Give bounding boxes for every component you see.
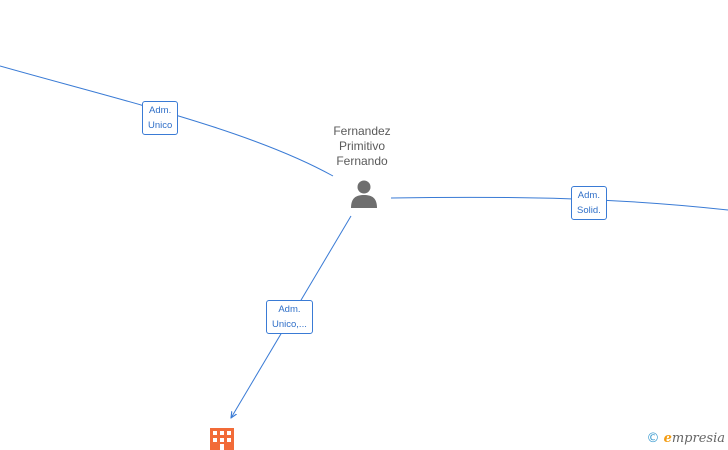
person-name-line3: Fernando (336, 154, 388, 168)
person-name-line2: Primitivo (338, 139, 385, 153)
edge-line-adm-unico (0, 65, 334, 177)
brand-initial: e (663, 431, 672, 446)
copyright-icon: © (646, 431, 660, 446)
brand-name: mpresia (671, 431, 725, 446)
person-name-line1: Fernandez (333, 124, 391, 138)
edge-label-adm-unico[interactable]: Adm. Unico (142, 101, 179, 135)
person-name: Fernandez Primitivo Fernando (322, 124, 402, 169)
edge-label-adm-solid[interactable]: Adm. Solid. (571, 186, 607, 220)
person-icon[interactable] (349, 179, 379, 209)
brand-logo: © empresia (646, 431, 725, 446)
edge-line-adm-solid (390, 196, 728, 211)
building-icon[interactable] (210, 428, 234, 450)
edge-label-adm-unico-multi[interactable]: Adm. Unico,... (266, 300, 313, 334)
